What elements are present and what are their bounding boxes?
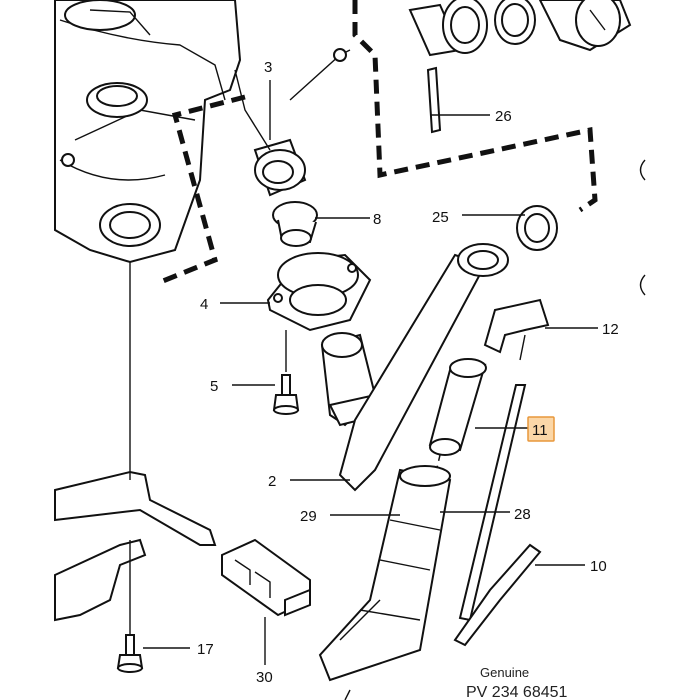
watermark-code: PV 234 68451 <box>466 684 568 700</box>
label-part-11: 11 <box>532 422 548 439</box>
label-part-8: 8 <box>373 211 381 228</box>
label-part-3: 3 <box>264 59 272 76</box>
top-hoses <box>408 0 632 57</box>
cropped-glyph-bottom <box>639 274 646 296</box>
part-8-seal <box>272 201 318 247</box>
label-part-12: 12 <box>602 321 619 338</box>
label-part-4: 4 <box>200 296 208 313</box>
part-3-grommet <box>234 48 351 197</box>
part-29-holder <box>318 465 452 700</box>
label-part-10: 10 <box>590 558 607 575</box>
tank-strap <box>54 262 217 640</box>
label-part-26: 26 <box>495 108 512 125</box>
label-part-17: 17 <box>197 641 214 658</box>
part-5-screw <box>272 374 300 415</box>
part-10-hose <box>453 543 542 647</box>
part-12-elbow-hose <box>483 298 550 354</box>
label-part-28: 28 <box>514 506 531 523</box>
label-part-29: 29 <box>300 508 317 525</box>
part-4-flange <box>266 252 372 332</box>
label-part-30: 30 <box>256 669 273 686</box>
part-25-ring <box>516 205 558 251</box>
label-part-2: 2 <box>268 473 276 490</box>
label-part-5: 5 <box>210 378 218 395</box>
part-26-tube <box>426 66 442 134</box>
highlight-part-11[interactable]: 11 <box>527 416 555 442</box>
cropped-glyph-top <box>639 159 646 181</box>
part-2-sleeve <box>320 243 509 492</box>
dashed-boundary-left <box>157 94 246 286</box>
watermark-genuine: Genuine <box>480 665 529 680</box>
part-30-connector <box>221 538 311 617</box>
part-17-screw <box>116 634 144 673</box>
fuel-tank <box>54 0 242 264</box>
dashed-boundary-top <box>352 0 598 213</box>
label-part-25: 25 <box>432 209 449 226</box>
